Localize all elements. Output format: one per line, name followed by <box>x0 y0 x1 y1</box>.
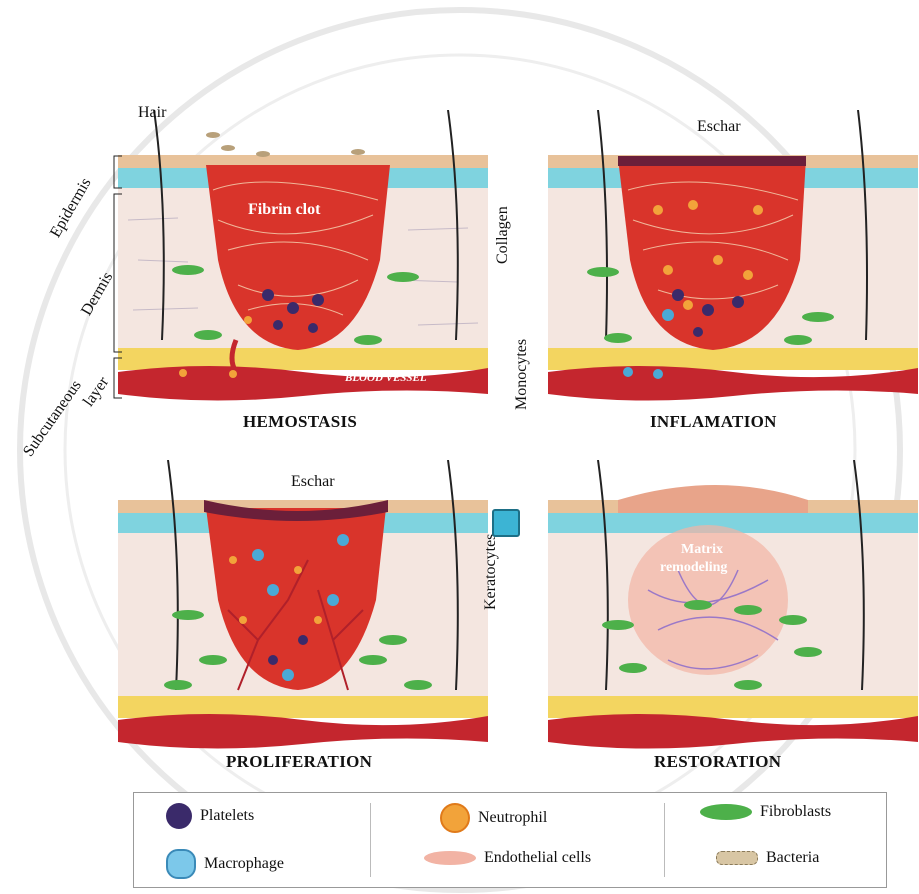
eschar-top-label: Eschar <box>697 118 741 136</box>
inflammation-title: INFLAMATION <box>650 412 777 432</box>
fibroblast-icon <box>700 804 752 820</box>
restoration-title: RESTORATION <box>654 752 781 772</box>
collagen-label: Collagen <box>494 206 512 264</box>
legend-box: Platelets Macrophage Neutrophil Endothel… <box>133 792 887 888</box>
monocytes-label: Monocytes <box>513 339 531 410</box>
legend-item-fibroblasts: Fibroblasts <box>700 803 831 821</box>
eschar-bottom-label: Eschar <box>291 473 335 491</box>
hair-label: Hair <box>138 104 166 122</box>
fibrin-clot-label: Fibrin clot <box>248 201 320 219</box>
matrix-label-line2: remodeling <box>660 560 727 576</box>
legend-item-platelets: Platelets <box>166 803 254 829</box>
keratocyte-cell-icon <box>492 509 520 537</box>
proliferation-title: PROLIFERATION <box>226 752 372 772</box>
endothelial-icon <box>424 851 476 865</box>
legend-item-endothelial: Endothelial cells <box>424 849 591 867</box>
legend-item-macrophage: Macrophage <box>166 849 284 879</box>
platelet-icon <box>166 803 192 829</box>
bacteria-icon <box>716 851 758 865</box>
macrophage-icon <box>166 849 196 879</box>
restoration-panel <box>548 460 918 760</box>
matrix-label-line1: Matrix <box>681 542 723 558</box>
inflammation-panel <box>548 110 918 410</box>
neutrophil-icon <box>440 803 470 833</box>
hemostasis-title: HEMOSTASIS <box>243 412 357 432</box>
keratocytes-label: Keratocytes <box>482 534 500 610</box>
legend-item-neutrophil: Neutrophil <box>440 803 547 833</box>
legend-item-bacteria: Bacteria <box>716 849 819 867</box>
blood-vessel-label: BLOOD VESSEL <box>345 372 427 384</box>
proliferation-panel <box>118 460 488 760</box>
hemostasis-panel <box>118 110 488 410</box>
